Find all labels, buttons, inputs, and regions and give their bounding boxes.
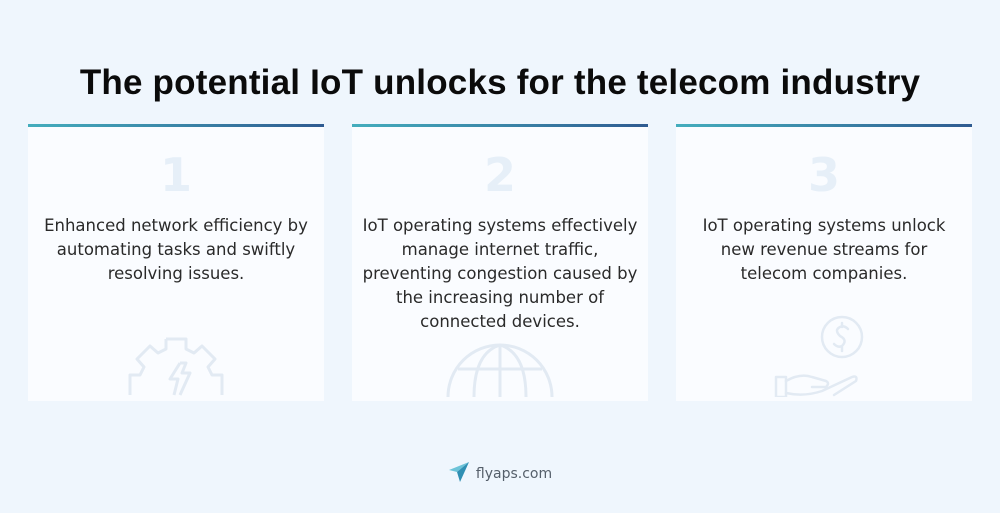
card-text: IoT operating systems unlock new revenue… [702,216,946,283]
card-3: 3 IoT operating systems unlock new reven… [676,124,972,401]
card-2: 2 IoT operating systems effectively mana… [352,124,648,401]
card-text: IoT operating systems effectively manage… [362,216,638,331]
brand-link[interactable]: flyaps.com [475,466,553,482]
card-number: 1 [159,148,192,202]
card-accent-bar [352,124,648,127]
card-number: 2 [483,148,516,202]
card-number: 3 [807,148,840,202]
page-title: The potential IoT unlocks for the teleco… [79,63,921,103]
paper-plane-icon [448,461,470,487]
gear-lightning-icon [128,335,224,401]
hand-dollar-icon [774,315,874,401]
card-accent-bar [28,124,324,127]
globe-icon [444,339,556,401]
footer: flyaps.com [0,461,1000,487]
card-text: Enhanced network efficiency by automatin… [44,216,308,283]
card-accent-bar [676,124,972,127]
card-1: 1 Enhanced network efficiency by automat… [28,124,324,401]
